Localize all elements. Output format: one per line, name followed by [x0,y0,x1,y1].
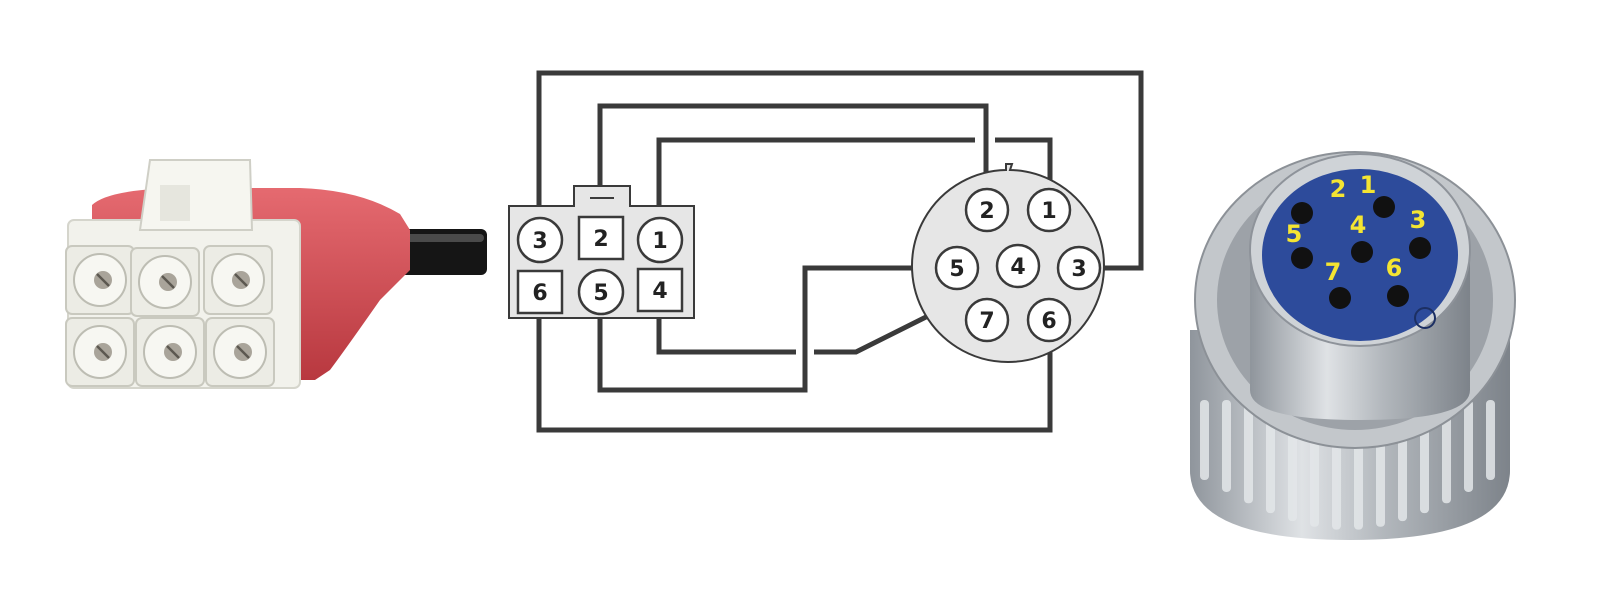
rect-pin-label: 2 [593,227,608,252]
round-pin-label: 5 [949,257,964,282]
round-pin-7: 7 [964,297,1010,343]
knurl-rib [1464,400,1473,492]
white-latch [138,159,254,231]
round-connector-pins: 2 1 5 4 3 7 6 [934,187,1102,343]
pin-hole-1 [1373,196,1395,218]
wire-2-to-2 [597,103,989,188]
wire-4-to-4a [656,316,796,355]
knurl-rib [1244,400,1253,504]
rect-pin-label: 5 [593,281,608,306]
rect-pin-label: 3 [532,229,547,254]
rect-pin-label: 4 [652,279,667,304]
rect-pin-6: 6 [516,269,564,315]
photo-pin-label-6: 6 [1386,254,1403,282]
rect-connector-pins: 3 2 1 6 5 4 [516,215,684,316]
photo-pin-label-7: 7 [1325,258,1342,286]
wire-5-to-5 [597,265,936,393]
rect-pin-1: 1 [636,216,684,264]
rect-pin-4: 4 [636,267,684,313]
knurl-rib [1486,400,1495,480]
round-pin-4: 4 [995,243,1041,289]
wire-3-to-3 [536,70,1144,271]
knurl-rib [1442,400,1451,504]
rect-pin-5: 5 [577,268,625,316]
round-pin-label: 3 [1071,257,1086,282]
round-pin-6: 6 [1026,297,1072,343]
terminal-grid [65,245,275,387]
terminal-6 [205,317,275,387]
knurl-rib [1266,400,1275,514]
cable-highlight [400,234,484,242]
wire-1-to-1b [995,137,1053,190]
terminal-3 [203,245,273,315]
rect-pin-label: 1 [652,229,667,254]
pin-hole-5 [1291,247,1313,269]
round-pin-label: 2 [979,199,994,224]
pin-hole-6 [1387,285,1409,307]
latch-slot [160,185,190,221]
pin-hole-3 [1409,237,1431,259]
terminal-5 [135,317,205,387]
terminal-2 [130,247,200,317]
round-pin-1: 1 [1026,187,1072,233]
round-pin-label: 4 [1010,255,1025,280]
photo-pin-label-1: 1 [1360,171,1377,199]
photo-pin-label-2: 2 [1330,175,1347,203]
pin-hole-4 [1351,241,1373,263]
red-boot [92,188,410,380]
brand-mark [1414,307,1436,329]
photo-pin-label-3: 3 [1410,206,1427,234]
knurl-rib [1200,400,1209,480]
photo-pin-label-5: 5 [1286,220,1303,248]
round-pin-label: 6 [1041,309,1056,334]
terminal-1 [65,245,135,315]
terminal-4 [65,317,135,387]
wire-6-to-6 [536,316,1053,433]
round-pin-3: 3 [1056,245,1102,291]
round-pin-2: 2 [964,187,1010,233]
round-pin-label: 7 [979,309,994,334]
rect-pin-2: 2 [577,215,625,261]
rect-pin-3: 3 [516,216,564,264]
rect-pin-label: 6 [532,281,547,306]
wire-1-to-1 [656,137,975,220]
photo-pin-label-4: 4 [1350,211,1367,239]
rect-plug-photo [65,159,487,389]
round-pin-label: 1 [1041,199,1056,224]
knurl-rib [1222,400,1231,492]
pin-hole-7 [1329,287,1351,309]
pin-hole-2 [1291,202,1313,224]
round-pin-5: 5 [934,245,980,291]
